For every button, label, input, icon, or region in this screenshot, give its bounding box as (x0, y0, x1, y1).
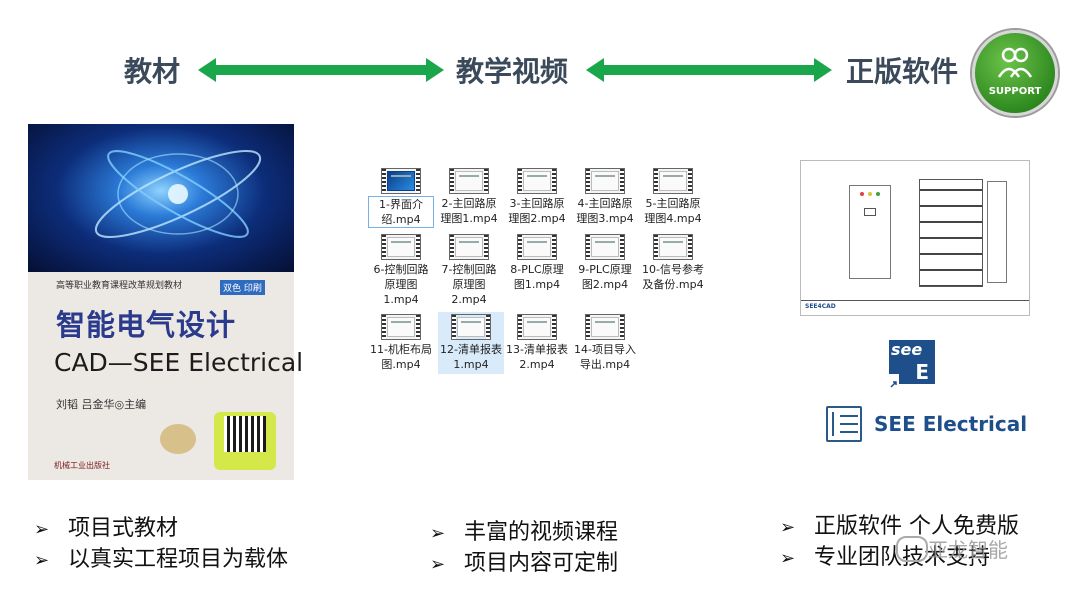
video-caption: 2-主回路原理图1.mp4 (440, 197, 498, 225)
cover-artwork (28, 124, 294, 272)
double-arrow-left (198, 58, 444, 82)
book-title-en: CAD—SEE Electrical (54, 348, 304, 377)
video-caption: 5-主回路原理图4.mp4 (644, 197, 702, 225)
video-file-icon (381, 168, 421, 194)
book-title-cn: 智能电气设计 (56, 308, 237, 342)
cabinet-outline (849, 185, 891, 279)
bullet-item: ➢项目内容可定制 (430, 549, 618, 580)
bullet-arrow-icon: ➢ (430, 554, 446, 575)
video-file-8[interactable]: 8-PLC原理图1.mp4 (504, 234, 570, 292)
video-file-icon (517, 168, 557, 194)
bullet-arrow-icon: ➢ (780, 548, 796, 569)
video-file-icon (585, 168, 625, 194)
book-series: 高等职业教育课程改革规划教材 (56, 281, 183, 291)
header-label-textbook: 教材 (124, 55, 181, 88)
video-file-5[interactable]: 5-主回路原理图4.mp4 (640, 168, 706, 226)
support-badge: SUPPORT (972, 30, 1058, 116)
header-label-videos: 教学视频 (456, 55, 569, 88)
video-caption: 9-PLC原理图2.mp4 (578, 263, 632, 291)
video-file-icon (517, 234, 557, 260)
electrical-drawing-preview: SEE4CAD (800, 160, 1030, 316)
support-label: SUPPORT (988, 86, 1042, 97)
video-file-icon (451, 314, 491, 340)
video-caption: 1-界面介绍.mp4 (368, 196, 434, 228)
video-file-icon (585, 314, 625, 340)
video-file-12[interactable]: 12-清单报表1.mp4 (438, 312, 504, 374)
video-caption: 6-控制回路原理图1.mp4 (373, 263, 429, 306)
video-file-icon (653, 168, 693, 194)
bullet-arrow-icon: ➢ (780, 517, 796, 538)
book-authors: 刘韬 吕金华◎主编 (56, 398, 147, 411)
bullet-item: ➢正版软件 个人免费版 (780, 512, 1019, 543)
video-file-9[interactable]: 9-PLC原理图2.mp4 (572, 234, 638, 292)
video-caption: 10-信号参考及备份.mp4 (642, 263, 704, 291)
watermark: 亚龙智能 (928, 538, 1008, 562)
video-caption: 13-清单报表2.mp4 (506, 343, 568, 371)
people-icon (997, 47, 1033, 78)
title-block: SEE4CAD (801, 300, 1029, 315)
video-file-icon (449, 168, 489, 194)
video-caption: 14-项目导入导出.mp4 (574, 343, 636, 371)
shortcut-arrow-icon (889, 374, 899, 388)
video-file-icon (449, 234, 489, 260)
bullet-item: ➢以真实工程项目为载体 (34, 545, 288, 576)
bullets-software: ➢正版软件 个人免费版 ➢专业团队技术支持 (780, 512, 1019, 574)
video-caption: 4-主回路原理图3.mp4 (576, 197, 634, 225)
video-file-6[interactable]: 6-控制回路原理图1.mp4 (368, 234, 434, 307)
bullet-arrow-icon: ➢ (430, 523, 446, 544)
video-file-4[interactable]: 4-主回路原理图3.mp4 (572, 168, 638, 226)
bullet-item: ➢项目式教材 (34, 514, 288, 545)
see-icon-text: see (891, 340, 923, 359)
see-icon-letter: E (915, 360, 929, 384)
video-file-icon (381, 314, 421, 340)
video-caption: 7-控制回路原理图2.mp4 (441, 263, 497, 306)
light-swirl-icon (94, 150, 262, 238)
panel-layout (919, 179, 983, 287)
video-file-13[interactable]: 13-清单报表2.mp4 (504, 314, 570, 372)
qr-code-icon (214, 412, 276, 470)
video-file-2[interactable]: 2-主回路原理图1.mp4 (436, 168, 502, 226)
bullet-arrow-icon: ➢ (34, 519, 50, 540)
bullets-videos: ➢丰富的视频课程 ➢项目内容可定制 (430, 518, 618, 580)
book-tag: 双色 印刷 (220, 280, 265, 295)
publisher-emblem-icon (160, 424, 196, 454)
bullet-arrow-icon: ➢ (34, 550, 50, 571)
video-file-3[interactable]: 3-主回路原理图2.mp4 (504, 168, 570, 226)
video-file-icon (517, 314, 557, 340)
video-file-11[interactable]: 11-机柜布局图.mp4 (368, 314, 434, 372)
drawing-brand: SEE4CAD (805, 303, 836, 310)
video-caption: 12-清单报表1.mp4 (438, 342, 504, 372)
video-file-1[interactable]: 1-界面介绍.mp4 (368, 168, 434, 228)
book-publisher: 机械工业出版社 (54, 461, 110, 470)
see-electrical-logo-icon (826, 406, 862, 442)
video-file-10[interactable]: 10-信号参考及备份.mp4 (640, 234, 706, 292)
video-file-icon (381, 234, 421, 260)
bullet-item: ➢丰富的视频课程 (430, 518, 618, 549)
see-electrical-logo-text: SEE Electrical (874, 412, 1028, 436)
wechat-icon (896, 536, 928, 562)
bullets-textbook: ➢项目式教材 ➢以真实工程项目为载体 (34, 514, 288, 576)
video-caption: 8-PLC原理图1.mp4 (510, 263, 564, 291)
header-label-software: 正版软件 (846, 55, 959, 88)
video-file-icon (653, 234, 693, 260)
video-file-icon (585, 234, 625, 260)
video-file-14[interactable]: 14-项目导入导出.mp4 (572, 314, 638, 372)
video-file-7[interactable]: 7-控制回路原理图2.mp4 (436, 234, 502, 307)
see-app-icon[interactable]: see E (889, 340, 935, 388)
double-arrow-right (586, 58, 832, 82)
video-caption: 3-主回路原理图2.mp4 (508, 197, 566, 225)
video-caption: 11-机柜布局图.mp4 (370, 343, 432, 371)
